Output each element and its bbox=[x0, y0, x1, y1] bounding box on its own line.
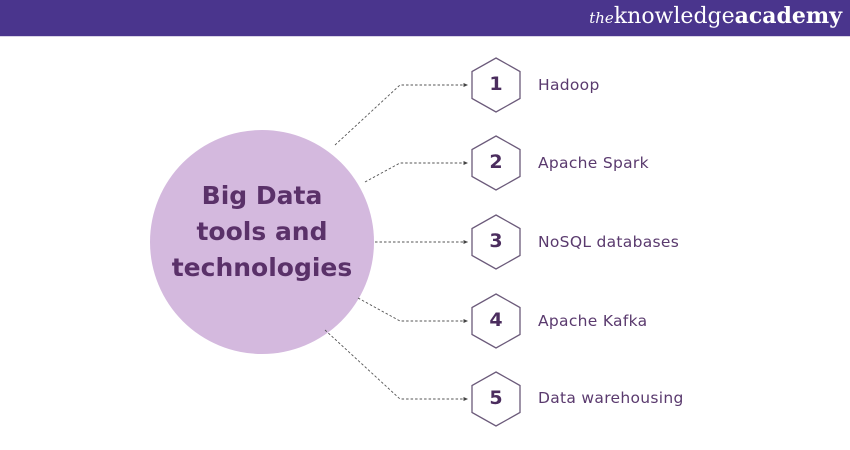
center-title-line-3: technologies bbox=[171, 253, 353, 282]
item-number-5: 5 bbox=[489, 387, 503, 409]
header-bar: theknowledgeacademy bbox=[0, 0, 850, 36]
center-title-line-1: Big Data bbox=[201, 181, 323, 210]
item-label-data-warehousing: Data warehousing bbox=[538, 389, 684, 407]
item-label-hadoop: Hadoop bbox=[538, 76, 600, 94]
item-label-apache-kafka: Apache Kafka bbox=[538, 312, 648, 330]
center-title: Big Data tools and technologies bbox=[150, 178, 374, 286]
brand-logo: theknowledgeacademy bbox=[589, 3, 842, 29]
connector-4 bbox=[357, 297, 468, 323]
brand-the: the bbox=[589, 9, 614, 27]
brand-knowledge: knowledge bbox=[613, 4, 735, 29]
item-number-2: 2 bbox=[489, 151, 503, 173]
item-number-1: 1 bbox=[489, 73, 503, 95]
item-number-3: 3 bbox=[489, 230, 503, 252]
item-label-apache-spark: Apache Spark bbox=[538, 154, 649, 172]
connector-1 bbox=[334, 83, 468, 146]
item-label-nosql-databases: NoSQL databases bbox=[538, 233, 680, 251]
connector-2 bbox=[364, 161, 468, 183]
brand-academy: academy bbox=[734, 3, 842, 29]
hexagon-5 bbox=[471, 371, 521, 427]
hexagon-2 bbox=[471, 135, 521, 191]
hexagon-1 bbox=[471, 57, 521, 113]
hexagon-3 bbox=[471, 214, 521, 270]
center-title-line-2: tools and bbox=[196, 217, 328, 246]
header-divider bbox=[0, 36, 850, 37]
hexagon-4 bbox=[471, 293, 521, 349]
center-circle bbox=[150, 130, 374, 354]
item-number-4: 4 bbox=[489, 309, 503, 331]
connector-5 bbox=[324, 329, 468, 401]
